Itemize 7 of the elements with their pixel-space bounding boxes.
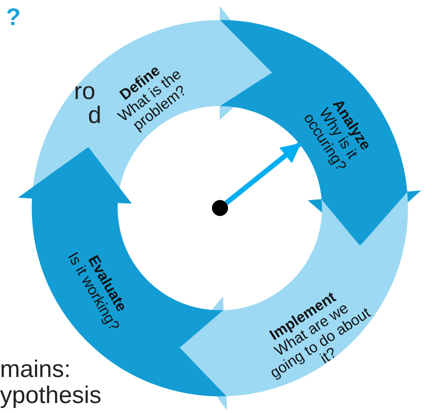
partial-text: ro [74, 80, 96, 104]
pointer-arrow [224, 142, 302, 205]
question-mark: ? [6, 6, 21, 30]
partial-text: ypothesis [0, 384, 102, 408]
pivot-dot [212, 200, 228, 216]
partial-text: mains: [0, 358, 71, 382]
partial-text: d [88, 104, 102, 128]
